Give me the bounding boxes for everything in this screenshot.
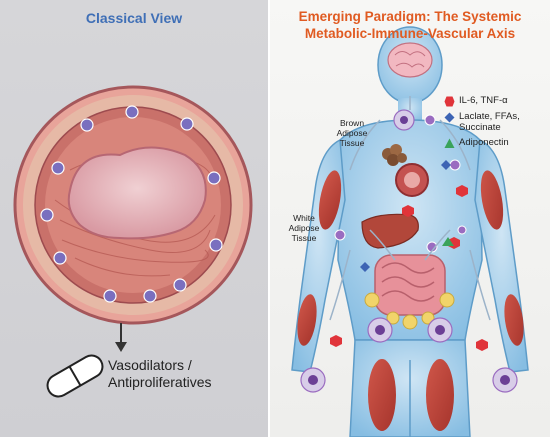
legend-item-metabolites: Laclate, FFAs, Succinate [444, 111, 520, 133]
brown-adipose-label: Brown Adipose Tissue [330, 118, 374, 148]
white-adipose-label-line-3: Tissue [291, 233, 317, 243]
title-line-1: Emerging Paradigm: The Systemic [298, 9, 522, 24]
heart-vessel-icon [395, 163, 429, 197]
panel-divider [268, 0, 270, 437]
legend-label-metabolites-2: Succinate [459, 122, 501, 133]
down-arrow-icon [115, 323, 127, 352]
legend-item-cytokines: IL-6, TNF-α [444, 95, 520, 107]
drug-label-line-2: Antiproliferatives [108, 374, 212, 390]
skeletal-muscles [297, 170, 524, 431]
legend: IL-6, TNF-α Laclate, FFAs, Succinate Adi… [444, 95, 520, 153]
brain-icon [387, 42, 433, 78]
white-adipose-label: White Adipose Tissue [282, 213, 326, 243]
green-triangle-icon [444, 138, 455, 148]
title-line-2: Metabolic-Immune-Vascular Axis [304, 26, 516, 41]
brown-adipose-icon [382, 144, 407, 166]
drug-label: Vasodilators / Antiproliferatives [108, 357, 212, 391]
legend-label-adiponectin: Adiponectin [459, 137, 509, 148]
drug-label-line-1: Vasodilators / [108, 357, 192, 373]
pill-capsule-icon [46, 354, 104, 398]
vessel-cross-section [13, 85, 253, 325]
white-adipose-label-line-1: White [293, 213, 315, 223]
legend-label-metabolites-1: Laclate, FFAs, [459, 111, 520, 122]
brown-adipose-label-line-1: Brown [339, 118, 365, 128]
brown-adipose-label-line-2: Adipose [336, 128, 368, 138]
legend-item-adiponectin: Adiponectin [444, 137, 520, 149]
red-hexagon-icon [444, 96, 455, 107]
classical-view-title: Classical View [85, 10, 183, 26]
intestines-icon [364, 254, 455, 330]
vessel-immune-cells [40, 105, 223, 303]
liver-icon [361, 213, 419, 249]
circulating-signals [300, 96, 518, 393]
emerging-paradigm-title: Emerging Paradigm: The Systemic Metaboli… [270, 8, 550, 42]
brown-adipose-label-line-3: Tissue [339, 138, 365, 148]
white-adipose-label-line-2: Adipose [288, 223, 320, 233]
legend-label-cytokines: IL-6, TNF-α [459, 95, 508, 106]
blue-diamond-icon [444, 112, 455, 123]
